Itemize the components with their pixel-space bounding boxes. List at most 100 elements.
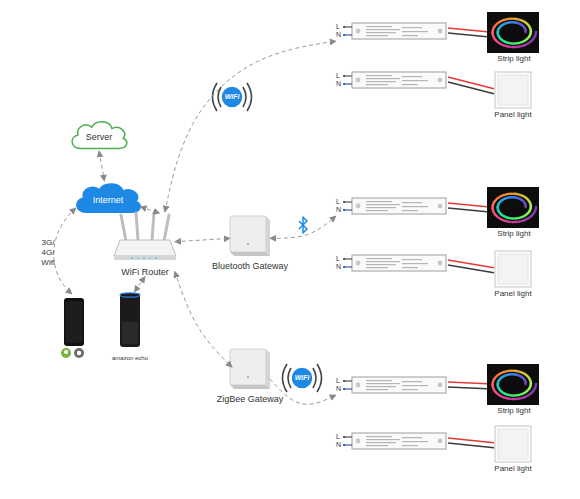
led-driver: LN bbox=[336, 431, 448, 451]
driver-print bbox=[366, 201, 392, 202]
led-dot bbox=[514, 46, 517, 49]
signal-wave bbox=[288, 368, 291, 388]
driver-print bbox=[402, 84, 418, 85]
input-wire bbox=[344, 76, 352, 77]
smart-speaker: amazon echo bbox=[108, 292, 152, 362]
gateway-face bbox=[230, 216, 266, 252]
neutral-wire bbox=[448, 33, 487, 37]
driver-print bbox=[366, 261, 400, 262]
node-label: Strip light bbox=[487, 54, 541, 64]
led-dot bbox=[524, 383, 527, 386]
wireless-link bbox=[134, 277, 145, 292]
led-dot bbox=[518, 397, 521, 400]
gateway-led bbox=[247, 376, 249, 378]
router-led bbox=[131, 257, 133, 259]
node-label: Panel light bbox=[480, 464, 546, 474]
wire-end bbox=[343, 380, 345, 382]
driver-case bbox=[352, 72, 446, 88]
router-led bbox=[155, 257, 157, 259]
terminal-label: N bbox=[336, 206, 341, 214]
server-cloud: Server bbox=[68, 119, 130, 151]
speaker-grille bbox=[122, 322, 138, 344]
led-dot bbox=[511, 46, 514, 49]
strip-light: Strip light bbox=[487, 364, 541, 416]
driver-case bbox=[352, 255, 446, 271]
driver-screw bbox=[356, 78, 361, 83]
driver-print bbox=[402, 210, 418, 211]
driver-screw bbox=[356, 439, 361, 444]
signal-wave bbox=[218, 87, 221, 107]
neutral-wire bbox=[448, 387, 487, 389]
node-art bbox=[336, 375, 448, 395]
speaker-body bbox=[120, 293, 140, 347]
driver-print bbox=[366, 207, 396, 208]
driver-screw bbox=[438, 261, 443, 266]
driver-print bbox=[366, 84, 388, 85]
node-art bbox=[336, 196, 448, 216]
driver-print bbox=[366, 383, 400, 384]
wire-end bbox=[343, 436, 345, 438]
terminal-label: L bbox=[336, 72, 340, 80]
driver-print bbox=[366, 389, 388, 390]
input-wire bbox=[344, 389, 352, 390]
led-driver: LN bbox=[336, 70, 448, 90]
led-dot bbox=[524, 30, 527, 33]
driver-print bbox=[366, 210, 388, 211]
led-driver: LN bbox=[336, 196, 448, 216]
strip-light: Strip light bbox=[487, 187, 541, 239]
driver-print bbox=[402, 385, 428, 386]
input-wire bbox=[344, 210, 352, 211]
terminal-label: L bbox=[336, 198, 340, 206]
driver-case bbox=[352, 377, 446, 393]
led-dot bbox=[518, 220, 521, 223]
internet-cloud: Internet bbox=[72, 181, 144, 215]
driver-case bbox=[352, 198, 446, 214]
driver-screw bbox=[438, 78, 443, 83]
terminal-label: L bbox=[336, 433, 340, 441]
live-wire bbox=[448, 438, 494, 443]
neutral-wire bbox=[448, 265, 494, 273]
live-wire bbox=[448, 382, 487, 384]
wireless-link bbox=[165, 41, 336, 212]
led-driver: LN bbox=[336, 253, 448, 273]
driver-print bbox=[402, 76, 422, 77]
wireless-link bbox=[270, 216, 336, 238]
node-art bbox=[336, 21, 448, 41]
wireless-link bbox=[270, 379, 336, 404]
driver-print bbox=[366, 78, 400, 79]
driver-print bbox=[366, 386, 396, 387]
driver-print bbox=[366, 35, 388, 36]
led-dot bbox=[516, 398, 519, 401]
driver-print bbox=[402, 35, 418, 36]
driver-print bbox=[402, 267, 418, 268]
gateway-side bbox=[266, 216, 270, 256]
led-dot bbox=[499, 212, 502, 215]
driver-print bbox=[366, 267, 388, 268]
input-wire bbox=[344, 35, 352, 36]
wire-end bbox=[343, 266, 345, 268]
led-dot bbox=[524, 382, 527, 385]
wire-end bbox=[343, 444, 345, 446]
led-dot bbox=[509, 46, 512, 49]
speaker-ring bbox=[120, 293, 140, 297]
node-label: WiFi Router bbox=[112, 267, 178, 278]
driver-print bbox=[366, 442, 396, 443]
wire-end bbox=[343, 26, 345, 28]
strip-light: Strip light bbox=[487, 12, 541, 64]
led-dot bbox=[524, 31, 527, 34]
neutral-wire bbox=[448, 208, 487, 212]
terminal-label: N bbox=[336, 80, 341, 88]
driver-print bbox=[366, 445, 388, 446]
node-label: Strip light bbox=[487, 406, 541, 416]
network-label: 3G/ 4G/ Wifi bbox=[36, 238, 60, 268]
driver-print bbox=[366, 439, 400, 440]
led-dot bbox=[520, 397, 523, 400]
driver-print bbox=[366, 258, 392, 259]
node-art bbox=[108, 292, 152, 362]
android-icon-detail bbox=[64, 350, 68, 354]
panel-surface bbox=[498, 254, 528, 284]
panel-light: Panel light bbox=[494, 251, 532, 299]
